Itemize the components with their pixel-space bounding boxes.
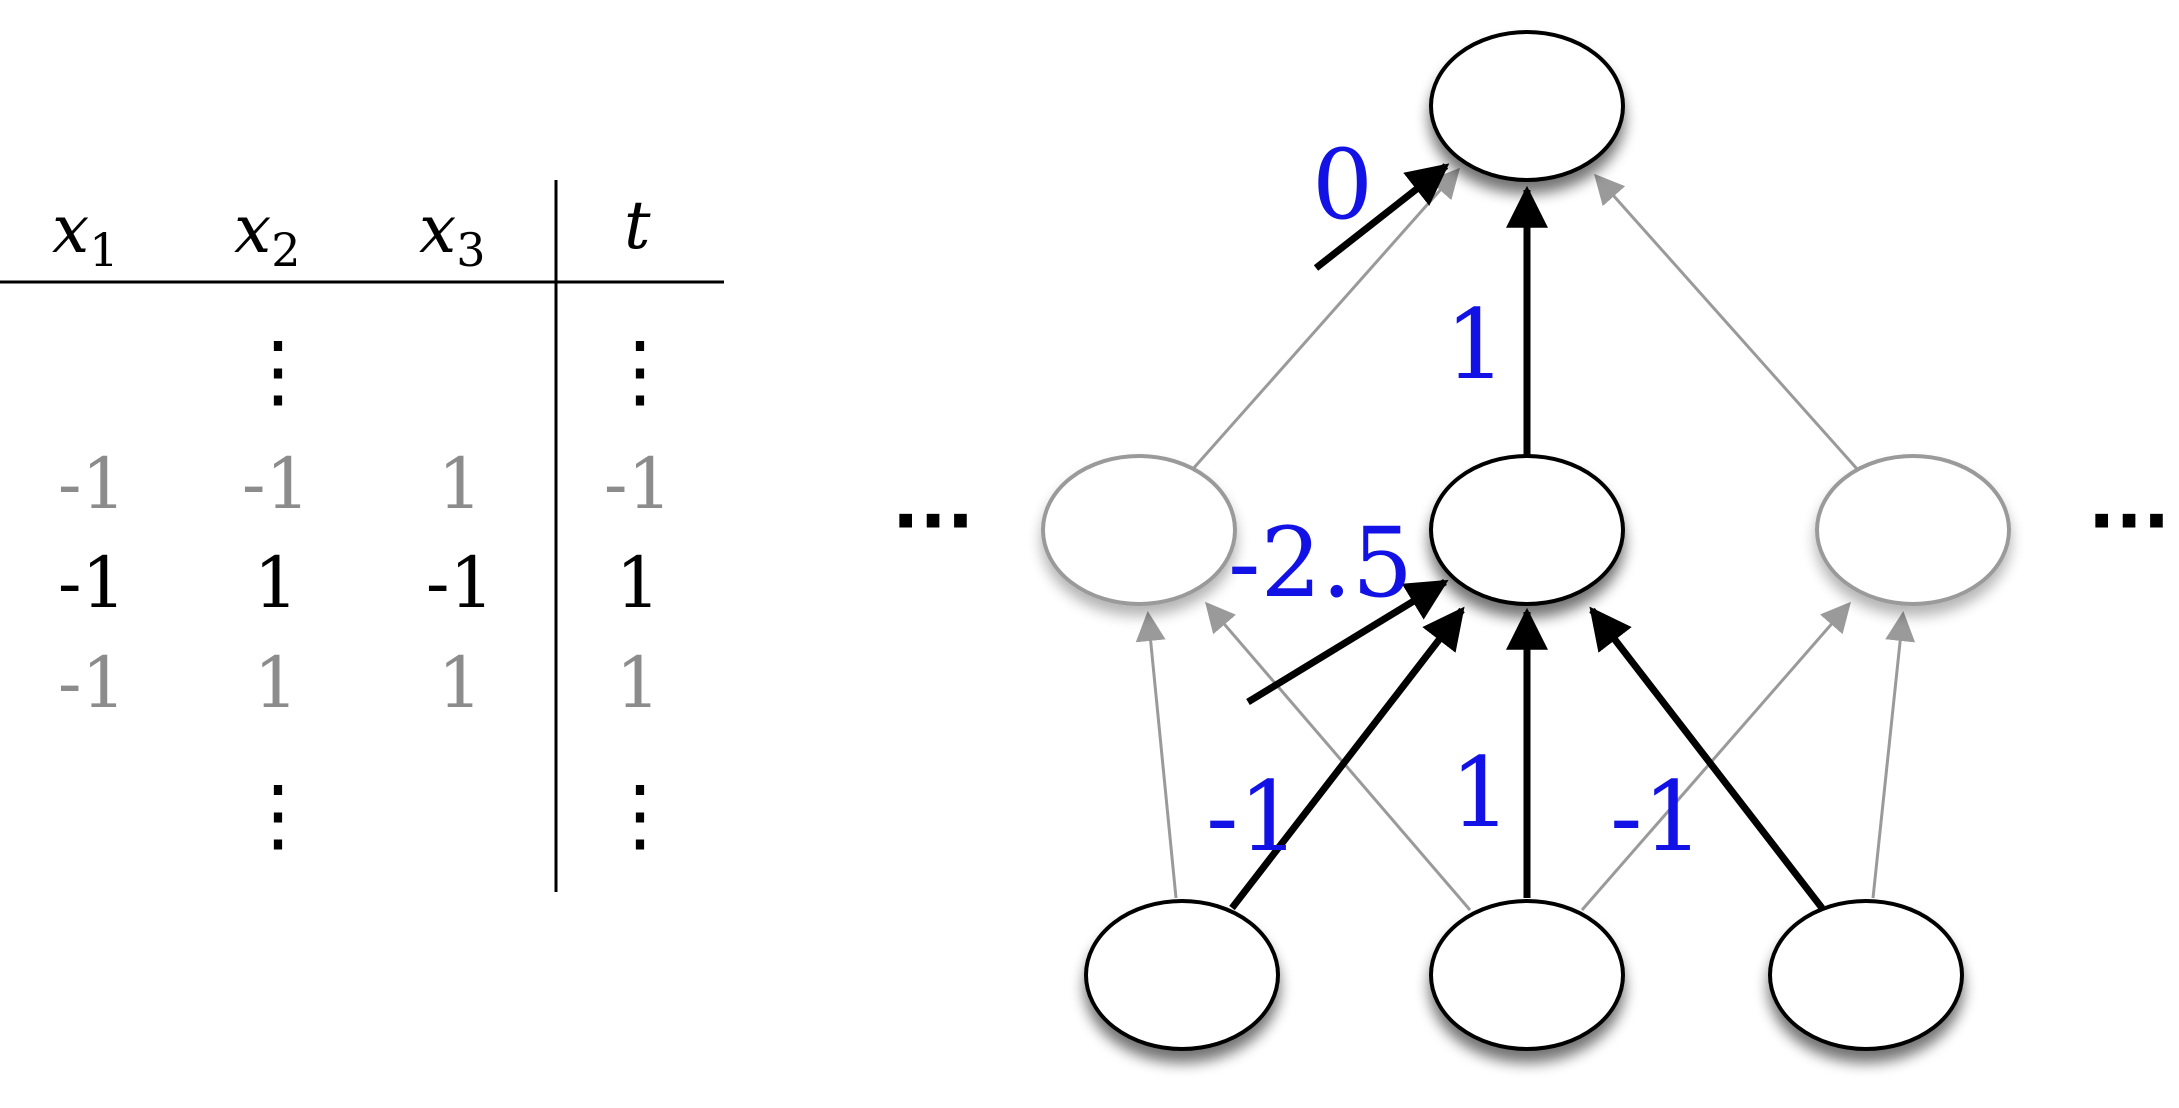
edge-x3-to-hidden-right <box>1871 611 1916 899</box>
table-row: -1 1 1 1 <box>58 642 660 724</box>
cell: 1 <box>616 542 661 624</box>
ellipsis-top-t: ⋮ <box>600 324 680 417</box>
edge-x1-to-hidden-left <box>1135 611 1178 899</box>
weight-label-x1: -1 <box>1206 761 1300 873</box>
cell: 1 <box>438 642 483 724</box>
hidden-node-right <box>1815 454 2011 606</box>
weight-label-hidden-bias: -2.5 <box>1228 507 1413 619</box>
header-t: t <box>624 187 651 264</box>
edge-output-bias <box>1313 163 1450 271</box>
cell: -1 <box>58 642 126 724</box>
table-row: -1 -1 1 -1 <box>58 443 672 525</box>
cell: 1 <box>254 642 299 724</box>
cell: -1 <box>242 443 310 525</box>
hidden-node-center <box>1429 454 1625 606</box>
ellipsis-left: ··· <box>892 479 974 563</box>
edge-hidden-bias <box>1246 579 1449 705</box>
cell: -1 <box>604 443 672 525</box>
weight-label-x2: 1 <box>1450 737 1511 849</box>
cell: -1 <box>426 542 494 624</box>
cell: 1 <box>616 642 661 724</box>
edge-x1-to-hidden <box>1229 606 1465 911</box>
header-x1: x1 <box>52 191 119 277</box>
weight-label-x3: -1 <box>1610 761 1704 873</box>
input-node-x1 <box>1084 899 1280 1051</box>
input-node-x3 <box>1768 899 1964 1051</box>
truth-table: x1 x2 x3 t ⋮ ⋮ -1 -1 1 -1 -1 1 -1 1 <box>0 180 724 892</box>
ellipsis-top-x2: ⋮ <box>238 324 318 417</box>
edge-hidden-right-to-output <box>1594 173 1860 471</box>
header-x3: x3 <box>419 191 486 277</box>
active-edges <box>1229 163 1825 911</box>
edge-x2-to-hidden-right <box>1580 601 1851 911</box>
inactive-edges <box>1135 167 1916 911</box>
output-node <box>1429 30 1625 182</box>
ellipsis-bottom-x2: ⋮ <box>238 768 318 861</box>
cell: 1 <box>254 542 299 624</box>
cell: -1 <box>58 443 126 525</box>
weight-label-hidden-to-output: 1 <box>1445 289 1506 401</box>
ellipsis-bottom-t: ⋮ <box>600 768 680 861</box>
edge-x2-to-hidden-left <box>1205 601 1472 911</box>
ellipsis-right: ··· <box>2088 479 2170 563</box>
hidden-node-left <box>1041 454 1237 606</box>
edge-hidden-left-to-output <box>1190 167 1460 471</box>
table-row-highlighted: -1 1 -1 1 <box>58 542 660 624</box>
weight-label-output-bias: 0 <box>1312 129 1373 241</box>
edge-x3-to-hidden <box>1589 606 1825 911</box>
cell: 1 <box>438 443 483 525</box>
input-node-x2 <box>1429 899 1625 1051</box>
header-x2: x2 <box>234 191 301 277</box>
cell: -1 <box>58 542 126 624</box>
